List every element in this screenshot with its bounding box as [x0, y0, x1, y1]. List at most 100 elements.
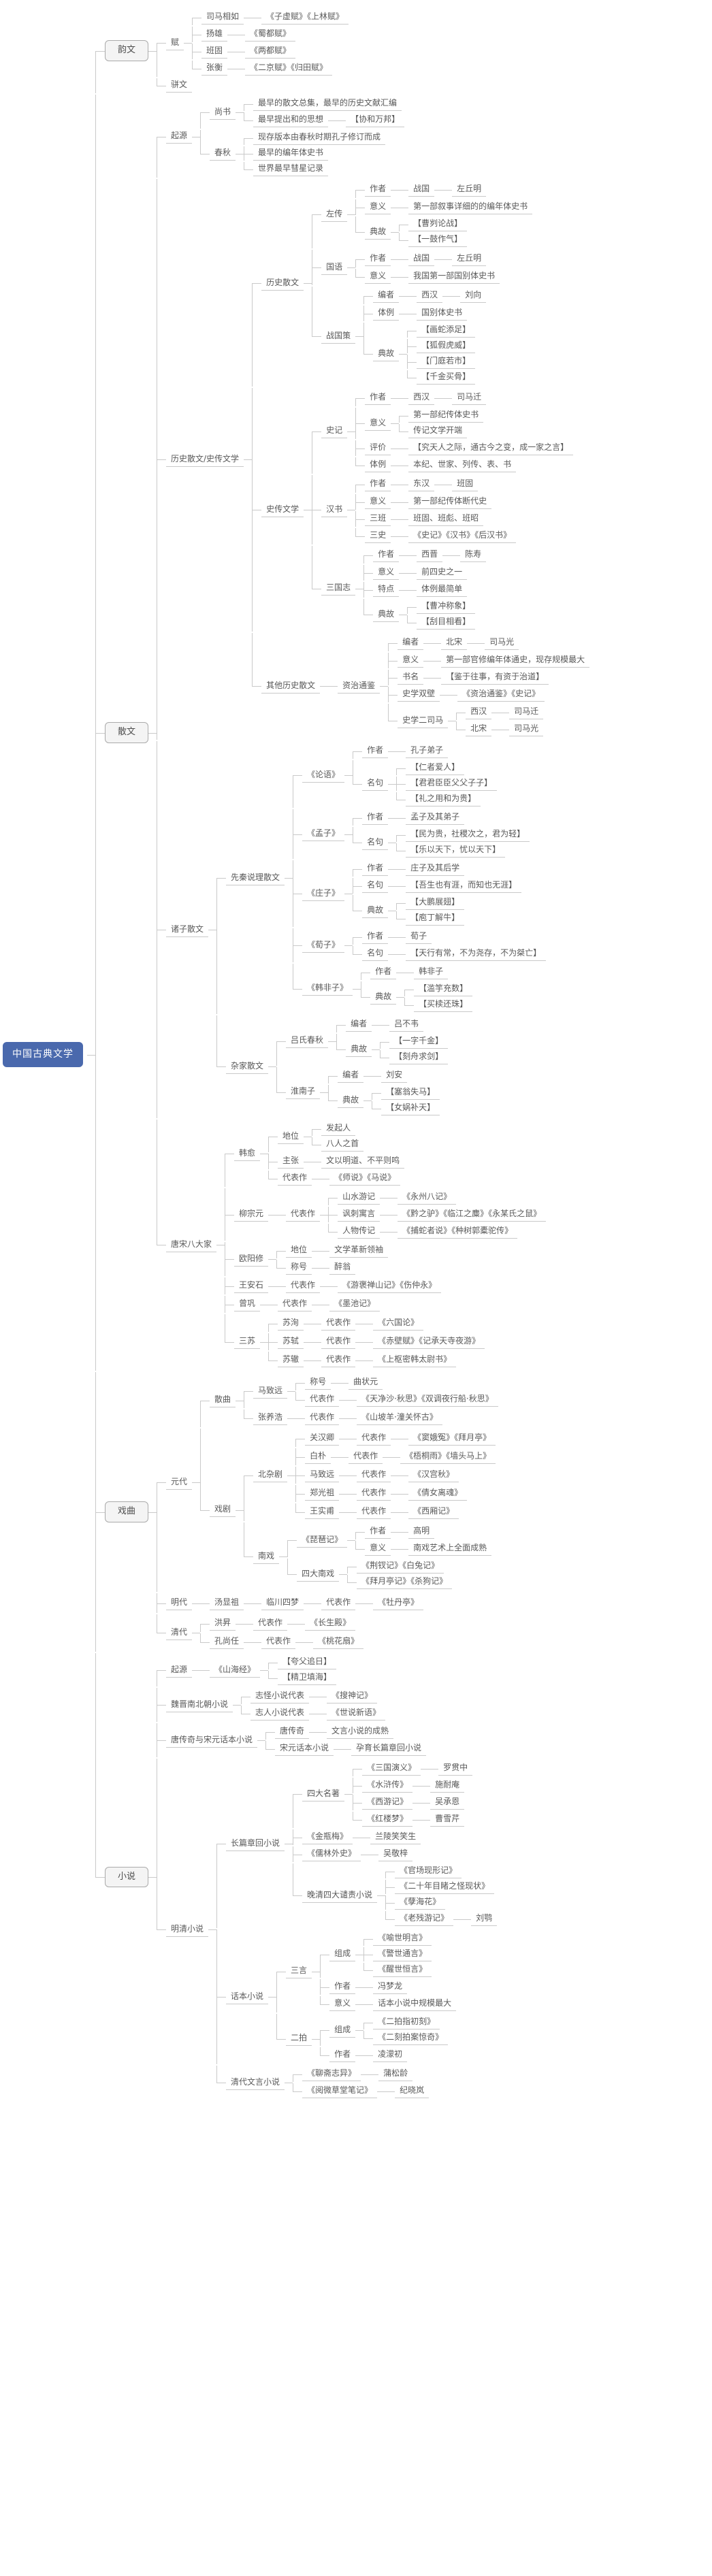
node-r-1-1-0-0-1-0[interactable]: 第一部叙事详细的的编年体史书: [408, 200, 533, 214]
node-r-3-3-1-1-1[interactable]: 作者: [329, 2048, 356, 2062]
node-r-3-3-0-3-3-0[interactable]: 刘鹗: [471, 1912, 498, 1926]
node-r-1-2-0-4-1[interactable]: 典故: [370, 990, 397, 1005]
node-r-1-2-1-0-0[interactable]: 编者: [346, 1017, 372, 1032]
node-r-1-1-1-1-3[interactable]: 三史: [365, 529, 391, 543]
node-r-1-2-1-1[interactable]: 淮南子: [286, 1085, 321, 1099]
node-r-1-3-1[interactable]: 柳宗元: [234, 1207, 269, 1222]
node-r-1-2-0-0-0-0[interactable]: 孔子弟子: [406, 744, 449, 758]
node-r-3-1-0[interactable]: 志怪小说代表: [250, 1689, 310, 1703]
node-r-1-1-1-2-0[interactable]: 作者: [373, 548, 400, 562]
node-r-1-1-2-0-2[interactable]: 书名: [398, 670, 424, 685]
node-r-3-3-0-0-3[interactable]: 《红楼梦》: [362, 1812, 413, 1827]
node-r-0-0[interactable]: 赋: [166, 36, 184, 50]
node-r-1-3-1-0[interactable]: 代表作: [286, 1207, 321, 1222]
node-r-1-3-3-0-0[interactable]: 《游褒禅山记》《伤仲永》: [338, 1279, 442, 1293]
node-r-1-1-2-0-4-0-0[interactable]: 司马迁: [509, 705, 544, 719]
node-r-1-2-0-3-0-0[interactable]: 荀子: [406, 930, 432, 944]
node-r-1-1-2-0-1[interactable]: 意义: [398, 653, 424, 668]
node-r-1-3-2-0-0[interactable]: 文学革新领袖: [329, 1243, 389, 1258]
node-r-1-1-0-2-2-0[interactable]: 【画蛇添足】: [417, 323, 476, 338]
node-r-0-0-0-0[interactable]: 《子虚赋》《上林赋》: [261, 10, 349, 25]
node-r-1-1-2-0-4[interactable]: 史学二司马: [398, 714, 449, 728]
node-r-3-3-0-3[interactable]: 晚清四大谴责小说: [302, 1889, 378, 1903]
node-r-3-0-0-0[interactable]: 【夸父追日】: [278, 1655, 337, 1669]
node-r-1-2-0-2-0[interactable]: 作者: [362, 862, 389, 876]
node-r-1-3-0-1-0[interactable]: 文以明道、不平则鸣: [321, 1154, 405, 1169]
node-r-1-2-1-1-0-0[interactable]: 刘安: [381, 1069, 408, 1083]
node-r-1-2-0-3-1[interactable]: 名句: [362, 947, 389, 961]
node-r-2-2-0-0[interactable]: 代表作: [253, 1616, 288, 1631]
node-r-2-2-0[interactable]: 洪昇: [210, 1616, 236, 1631]
node-r-1-3-0-0[interactable]: 地位: [278, 1130, 304, 1144]
node-r-0-1[interactable]: 骈文: [166, 78, 193, 93]
node-r-2-0-0-0-1[interactable]: 代表作: [305, 1392, 340, 1407]
node-r-1-2-1-0-1-0[interactable]: 【一字千金】: [389, 1034, 449, 1049]
node-r-1-2-0-2[interactable]: 《庄子》: [302, 887, 345, 901]
node-r-1-2-0-4[interactable]: 《韩非子》: [302, 981, 353, 996]
node-r-1-3-2[interactable]: 欧阳修: [234, 1252, 269, 1267]
node-r-3-3-0-0[interactable]: 四大名著: [302, 1787, 345, 1801]
node-r-1-1-1-1-0-0[interactable]: 东汉: [408, 477, 435, 491]
node-r-3-2-1[interactable]: 宋元话本小说: [275, 1742, 334, 1756]
node-r-3-3-1-0-1-0[interactable]: 冯梦龙: [373, 1980, 408, 1994]
node-r-3-3-1-0-0-0[interactable]: 《喻世明言》: [373, 1931, 432, 1946]
node-r-2-2-0-0-0[interactable]: 《长生殿》: [305, 1616, 356, 1631]
node-r-1-3-1-0-2-0[interactable]: 《捕蛇者说》《种树郭橐驼传》: [398, 1224, 518, 1239]
node-r-1-3-5-2[interactable]: 苏辙: [278, 1353, 304, 1367]
node-r-1-0-1-2[interactable]: 世界最早彗星记录: [253, 162, 329, 176]
node-r-2-0-0-1[interactable]: 张养浩: [253, 1411, 288, 1425]
node-r-1-1-0-1-0-0[interactable]: 战国: [408, 252, 435, 266]
node-r-3-1-1-0[interactable]: 《世说新语》: [327, 1706, 386, 1721]
node-r-2-1-0-0-0[interactable]: 代表作: [321, 1596, 356, 1610]
node-r-1-1-0-1-0-0-0[interactable]: 左丘明: [452, 252, 487, 266]
node-r-1-1-0-1-0[interactable]: 作者: [365, 252, 391, 266]
node-r-0-0-0[interactable]: 司马相如: [201, 10, 244, 25]
node-r-1-1-1-1-2[interactable]: 三班: [365, 512, 391, 526]
node-r-3-3-2[interactable]: 清代文言小说: [226, 2076, 285, 2090]
node-r-1-3[interactable]: 唐宋八大家: [166, 1238, 217, 1252]
node-r-1-3-5[interactable]: 三苏: [234, 1335, 261, 1349]
node-r-2-0-0-0-0-0[interactable]: 曲状元: [349, 1375, 383, 1390]
node-r-1-2-0-2-0-0[interactable]: 庄子及其后学: [406, 862, 465, 876]
node-r-1-2-0-2-2-1[interactable]: 【庖丁解牛】: [406, 911, 465, 926]
node-r-1-1-0-2-0-0-0[interactable]: 刘向: [460, 289, 487, 303]
node-r-1-1-1-0-1-1[interactable]: 传记文学开端: [408, 424, 468, 438]
node-r-1-1-1-1-0-0-0[interactable]: 班固: [452, 477, 479, 491]
node-r-1-1-1-1-0[interactable]: 作者: [365, 477, 391, 491]
node-r-1-1-2-0-4-0[interactable]: 西汉: [466, 705, 492, 719]
node-r-2-0-1-0-1-0-0[interactable]: 《梧桐雨》《墙头马上》: [400, 1450, 496, 1464]
node-r-1-1-1-2-3-1[interactable]: 【刮目相看】: [417, 615, 476, 630]
node-r-3-1[interactable]: 魏晋南北朝小说: [166, 1698, 233, 1712]
branch-yunwen[interactable]: 韵文: [105, 40, 149, 61]
node-r-1-1-0-0-2[interactable]: 典故: [365, 225, 391, 240]
node-r-3-3-0-1-0[interactable]: 兰陵笑笑生: [370, 1830, 421, 1844]
node-r-1-2-0-0-1-2[interactable]: 【礼之用和为贵】: [406, 792, 481, 806]
node-r-2-0-0-1-0[interactable]: 代表作: [305, 1411, 340, 1425]
node-r-1-1-2-0-0-0[interactable]: 北宋: [441, 636, 468, 650]
node-r-3-3-0-0-2-0[interactable]: 吴承恩: [430, 1795, 465, 1810]
node-r-3-3-0-3-3[interactable]: 《老残游记》: [395, 1912, 454, 1926]
node-r-1-1-1-1-3-0[interactable]: 《史记》《汉书》《后汉书》: [408, 529, 517, 543]
node-r-1-3-5-2-0[interactable]: 代表作: [321, 1353, 356, 1367]
node-r-2-0-1-1-0-1-0[interactable]: 南戏艺术上全面成熟: [408, 1542, 492, 1556]
node-r-1-3-4-0[interactable]: 代表作: [278, 1297, 312, 1311]
node-r-3-3-1-1-0[interactable]: 组成: [329, 2023, 356, 2038]
node-r-1-1-1-0-0[interactable]: 作者: [365, 391, 391, 405]
node-r-0-0-1[interactable]: 扬雄: [201, 27, 228, 42]
branch-xiaoshuo[interactable]: 小说: [105, 1866, 149, 1888]
node-r-1-2-0-4-0-0[interactable]: 韩非子: [414, 965, 449, 979]
node-r-1-1-0-2-0[interactable]: 编者: [373, 289, 400, 303]
node-r-1-1-1-0-0-0-0[interactable]: 司马迁: [452, 391, 487, 405]
node-r-1-3-5-1-0[interactable]: 代表作: [321, 1335, 356, 1349]
node-r-1-3-2-1-0[interactable]: 醉翁: [329, 1260, 356, 1275]
node-r-1-1-0-2-2[interactable]: 典故: [373, 347, 400, 361]
node-r-2-0-1-0-2-0-0[interactable]: 《汉宫秋》: [408, 1468, 459, 1482]
node-r-1-3-3-0[interactable]: 代表作: [286, 1279, 321, 1293]
node-r-1-1-1-1-2-0[interactable]: 班固、班彪、班昭: [408, 512, 484, 526]
node-r-1-1-0-0-2-1[interactable]: 【一鼓作气】: [408, 233, 468, 247]
node-r-1-1-1-0-1[interactable]: 意义: [365, 417, 391, 431]
node-r-1-3-1-0-2[interactable]: 人物传记: [338, 1224, 381, 1239]
node-r-1-2-0-2-1-0[interactable]: 【吾生也有涯，而知也无涯】: [406, 879, 522, 893]
node-r-3-3-0-3-1[interactable]: 《二十年目睹之怪现状》: [395, 1880, 495, 1894]
node-r-1-3-5-1-0-0[interactable]: 《赤壁赋》《记承天寺夜游》: [373, 1335, 485, 1349]
